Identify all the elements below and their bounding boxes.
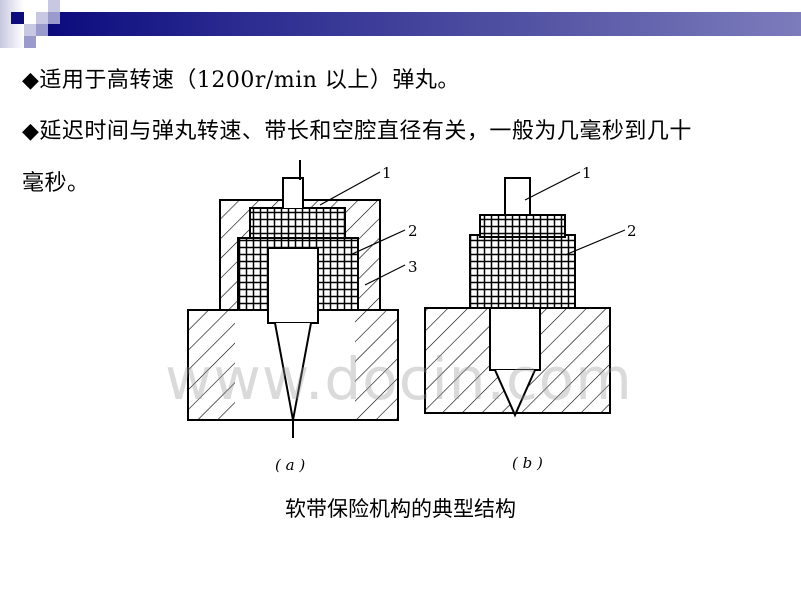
decor-square xyxy=(24,36,36,48)
sublabel-a: ( a ) xyxy=(275,456,305,474)
diagram-b xyxy=(424,171,626,418)
mechanism-diagram: 1 2 3 1 2 ( a ) ( b ) xyxy=(187,160,637,474)
decor-square xyxy=(24,24,36,36)
bullet-line-1: ◆适用于高转速（1200r/min 以上）弹丸。 xyxy=(22,68,460,93)
sublabel-b: ( b ) xyxy=(512,454,543,472)
decor-square xyxy=(11,12,24,24)
label-a-2: 2 xyxy=(408,222,418,240)
decor-square xyxy=(36,12,48,24)
label-b-1: 1 xyxy=(582,164,592,182)
watermark: www.docin.com xyxy=(165,345,633,413)
diagram-a xyxy=(187,160,406,438)
decor-square xyxy=(48,0,60,12)
bullet-line-2: ◆延迟时间与弹丸转速、带长和空腔直径有关，一般为几毫秒到几十 xyxy=(22,119,692,144)
decor-square xyxy=(48,12,60,24)
bullet-line-3: 毫秒。 xyxy=(22,171,90,196)
title-bar xyxy=(48,12,801,36)
label-a-1: 1 xyxy=(382,164,392,182)
figure-caption: 软带保险机构的典型结构 xyxy=(285,497,516,521)
label-a-3: 3 xyxy=(408,258,418,276)
decor-square xyxy=(36,24,48,36)
label-b-2: 2 xyxy=(627,222,637,240)
decor-square xyxy=(0,0,24,48)
